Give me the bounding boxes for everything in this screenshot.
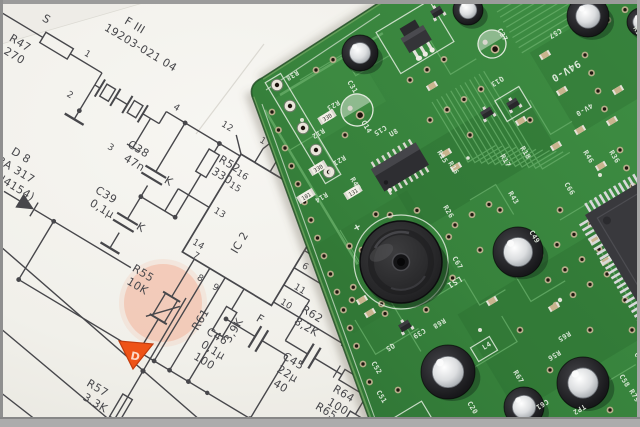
schematic-label: 4 <box>171 102 181 114</box>
fiducial-mark <box>477 29 507 59</box>
silkscreen-outline <box>261 13 381 425</box>
schematic-label: 9 <box>210 282 220 294</box>
silkscreen-label: R5 <box>631 25 640 37</box>
smd-resistor: 330 <box>317 108 337 126</box>
fiducial-marks <box>340 29 507 127</box>
smd-component <box>439 147 453 159</box>
paper-edge-line <box>195 43 265 135</box>
schematic-label: 2 <box>65 90 75 102</box>
solder-joint <box>598 173 602 177</box>
solder-joint <box>557 297 563 303</box>
smd-component <box>605 115 619 127</box>
solder-joint <box>388 188 392 192</box>
smd-component <box>611 84 625 96</box>
smd-component <box>355 294 369 306</box>
pink-highlight <box>119 259 207 347</box>
sot23-transistor <box>480 106 497 123</box>
smd-code: 330 <box>313 164 325 174</box>
junction-dot <box>140 368 146 374</box>
smd-component <box>588 234 602 246</box>
smd-component <box>549 140 563 152</box>
schematic-label: 3 <box>105 142 115 154</box>
schematic-label: 1 <box>82 49 92 61</box>
voltage-regulator <box>399 19 435 61</box>
silkscreen-label: C63 <box>632 351 640 367</box>
silkscreen-label: L4 <box>481 340 493 352</box>
solder-joint <box>328 170 332 174</box>
paper-corner <box>0 0 152 44</box>
buzzer <box>359 220 449 308</box>
smd-resistor: 131 <box>343 183 363 201</box>
electrolytic-capacitor <box>420 344 481 401</box>
silkscreen-label: Q5 <box>384 341 396 353</box>
silkscreen-label: U8 <box>388 127 400 139</box>
smd-component <box>514 115 528 127</box>
smd-code: 131 <box>348 188 360 198</box>
smd-resistor: 101 <box>296 187 316 205</box>
electrolytic-capacitor <box>341 34 383 75</box>
solder-joint <box>478 328 482 332</box>
plated-holes <box>270 78 336 179</box>
silkscreen-boxes <box>264 0 533 427</box>
smd-component <box>363 307 377 319</box>
smd-code: 101 <box>301 192 313 202</box>
fiducial-mark <box>340 93 374 127</box>
sot23-transistor <box>398 319 415 336</box>
solder-joint <box>417 55 423 61</box>
schematic-label: 8 <box>195 273 205 285</box>
solder-joint <box>466 156 470 160</box>
schematic-bus-lines <box>0 245 209 427</box>
smd-code: 330 <box>322 113 334 123</box>
electrolytic-capacitor <box>492 226 549 280</box>
schematic-label: 7 <box>191 251 201 263</box>
schematic-label: 6 <box>300 261 310 273</box>
smd-component <box>594 160 608 172</box>
smd-component <box>573 124 587 136</box>
smd-component <box>555 85 569 97</box>
electrolytic-capacitor <box>556 356 615 412</box>
smd-component <box>425 80 439 92</box>
board-edge-highlight-top <box>262 0 385 80</box>
sot23-transistor <box>506 97 523 114</box>
solder-joint <box>300 118 304 122</box>
board-outline <box>250 0 640 427</box>
smd-component <box>449 161 463 173</box>
smd-component <box>485 295 499 307</box>
orange-triangle-marker: D <box>117 340 155 371</box>
smd-resistor: 330 <box>308 159 328 177</box>
smd-component <box>547 301 561 313</box>
smd-component <box>538 49 552 61</box>
sot23-transistor <box>430 5 447 22</box>
electrolytic-capacitor <box>566 0 615 40</box>
marker-letter: D <box>129 349 141 364</box>
